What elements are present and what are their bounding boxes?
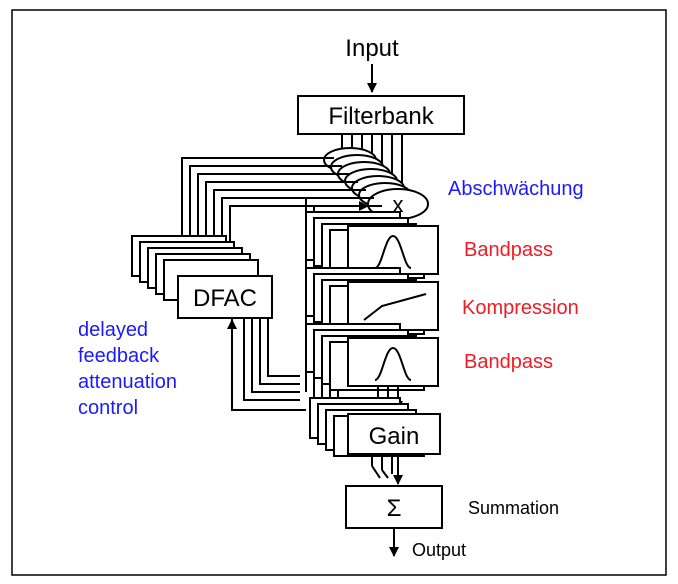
dfac-description-line-2: feedback — [78, 345, 160, 367]
gain-to-sum-lines — [371, 454, 403, 485]
bandpass2-curve — [374, 346, 412, 381]
dfac-stack — [131, 235, 273, 319]
gain-stack — [309, 397, 441, 457]
dfac-label: DFAC — [193, 285, 257, 312]
kompression-label: Kompression — [462, 297, 579, 319]
bandpass2-stack — [305, 323, 439, 391]
kompression-curve — [363, 293, 427, 321]
abschwaechung-label: Abschwächung — [448, 178, 584, 200]
sum-symbol: Σ — [387, 495, 402, 522]
bandpass2-label: Bandpass — [464, 351, 553, 373]
multiply-symbol: x — [393, 192, 404, 217]
input-label: Input — [345, 35, 399, 62]
dfac-description-line-4: control — [78, 397, 138, 419]
dfac-input-wires — [227, 312, 306, 411]
summation-label: Summation — [468, 498, 559, 518]
kompression-stack — [305, 267, 439, 335]
output-label: Output — [412, 540, 466, 560]
dfac-description-line-1: delayed — [78, 319, 148, 341]
gain-label: Gain — [369, 423, 420, 450]
filterbank-label: Filterbank — [328, 103, 434, 130]
filterbank-box — [297, 95, 465, 135]
dfac-description-line-3: attenuation — [78, 371, 177, 393]
bandpass1-curve — [374, 234, 412, 269]
bandpass1-label: Bandpass — [464, 239, 553, 261]
